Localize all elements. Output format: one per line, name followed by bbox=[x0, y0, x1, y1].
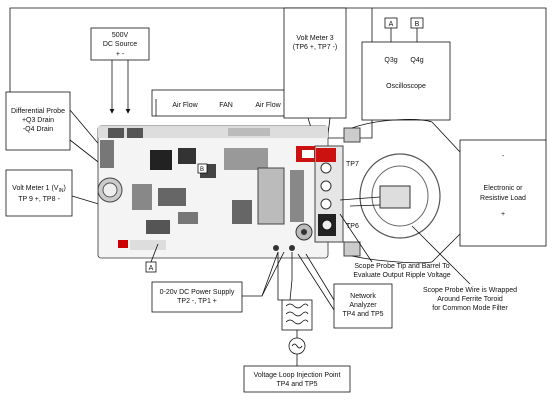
scope-tip-line1: Scope Probe Tip and Barrel To bbox=[354, 263, 449, 270]
injection-circuit bbox=[277, 252, 313, 366]
scope-channel-a: A bbox=[389, 21, 394, 28]
oscilloscope-label: Oscilloscope bbox=[386, 83, 426, 90]
load-box: - Electronic or Resistive Load + bbox=[431, 121, 547, 263]
volt-meter-1-line2: TP 9 +, TP8 - bbox=[18, 196, 60, 203]
volt-meter-3-line1: Volt Meter 3 bbox=[296, 35, 333, 42]
top-wiring bbox=[9, 7, 547, 140]
diff-probe-line2: +Q3 Drain bbox=[22, 117, 54, 124]
board-chip-1 bbox=[150, 150, 172, 170]
oscilloscope-box: A B Q3g Q4g Oscilloscope bbox=[321, 17, 451, 146]
power-supply-box: 0-20v DC Power Supply TP2 -, TP1 + bbox=[151, 251, 285, 313]
board-test-point bbox=[273, 245, 279, 251]
board-connector-row-1 bbox=[132, 184, 152, 210]
scope-wire-line3: for Common Mode Filter bbox=[432, 305, 508, 312]
board-connector-j3 bbox=[100, 140, 114, 168]
dc-source-box: 500V DC Source + - bbox=[90, 27, 150, 114]
volt-meter-1-line1: Volt Meter 1 (VIN) bbox=[12, 185, 66, 194]
board-connector-j1 bbox=[108, 128, 124, 138]
power-supply-line1: 0-20v DC Power Supply bbox=[160, 289, 235, 296]
board-connector-row-3 bbox=[178, 212, 198, 224]
label-b: B bbox=[197, 163, 208, 174]
label-a: A bbox=[145, 243, 159, 273]
ferrite-toroid bbox=[359, 153, 441, 239]
volt-meter-1-box: Volt Meter 1 (VIN) TP 9 +, TP8 - bbox=[5, 169, 103, 217]
board-connector-j2 bbox=[127, 128, 143, 138]
injection-line2: TP4 and TP5 bbox=[276, 381, 317, 388]
airflow-left-label: Air Flow bbox=[172, 102, 198, 109]
scope-wire-line2: Around Ferrite Toroid bbox=[437, 296, 503, 303]
scope-wire-line1: Scope Probe Wire is Wrapped bbox=[423, 287, 517, 294]
board-logo-mark bbox=[118, 240, 128, 248]
output-section: TP7 TP6 bbox=[314, 119, 441, 264]
network-analyzer-line1: Network bbox=[350, 293, 376, 300]
fan-label: FAN bbox=[219, 102, 233, 109]
load-plus: + bbox=[501, 211, 505, 218]
dc-source-line2: DC Source bbox=[103, 41, 137, 48]
network-analyzer-line3: TP4 and TP5 bbox=[342, 311, 383, 318]
power-supply-line2: TP2 -, TP1 + bbox=[177, 298, 217, 305]
scope-q3g-label: Q3g bbox=[384, 57, 397, 64]
dc-source-line1: 500V bbox=[112, 32, 129, 39]
tp6-label: TP6 bbox=[346, 223, 359, 230]
volt-meter-3-line2: (TP6 +, TP7 -) bbox=[293, 44, 337, 51]
diff-probe-line3: -Q4 Drain bbox=[23, 126, 53, 133]
scope-q4g-label: Q4g bbox=[410, 57, 423, 64]
scope-channel-b: B bbox=[415, 21, 420, 28]
load-minus: - bbox=[502, 153, 505, 160]
board-connector-row-4 bbox=[146, 220, 170, 234]
airflow-fan: Air Flow FAN Air Flow bbox=[151, 89, 289, 117]
circuit-board bbox=[97, 125, 329, 259]
load-line3: Resistive Load bbox=[480, 195, 526, 202]
board-inductor bbox=[257, 167, 285, 225]
load-line2: Electronic or bbox=[484, 185, 524, 192]
board-test-point bbox=[289, 245, 295, 251]
diff-probe-box: Differential Probe +Q3 Drain -Q4 Drain bbox=[5, 91, 103, 166]
board-heatsink bbox=[290, 170, 304, 222]
volt-meter-3-box: Volt Meter 3 (TP6 +, TP7 -) bbox=[283, 7, 347, 151]
board-connector-row-2 bbox=[158, 188, 186, 206]
network-analyzer-box: Network Analyzer TP4 and TP5 bbox=[297, 253, 393, 329]
svg-text:A: A bbox=[149, 265, 154, 272]
scope-tip-callout: Scope Probe Tip and Barrel To Evaluate O… bbox=[339, 213, 451, 279]
tp7-red-terminal bbox=[316, 148, 336, 162]
board-chip-2 bbox=[178, 148, 196, 164]
scope-wire-callout: Scope Probe Wire is Wrapped Around Ferri… bbox=[411, 225, 517, 312]
airflow-right-label: Air Flow bbox=[255, 102, 281, 109]
injection-line1: Voltage Loop Injection Point bbox=[254, 372, 341, 379]
dc-source-polarity: + - bbox=[116, 51, 125, 58]
scope-tip-line2: Evaluate Output Ripple Voltage bbox=[353, 272, 450, 279]
diff-probe-line1: Differential Probe bbox=[11, 108, 65, 115]
network-analyzer-line2: Analyzer bbox=[349, 302, 377, 309]
injection-point-box: Voltage Loop Injection Point TP4 and TP5 bbox=[243, 365, 351, 393]
tp7-label: TP7 bbox=[346, 161, 359, 168]
svg-text:B: B bbox=[200, 167, 204, 173]
board-transformer bbox=[224, 148, 268, 170]
